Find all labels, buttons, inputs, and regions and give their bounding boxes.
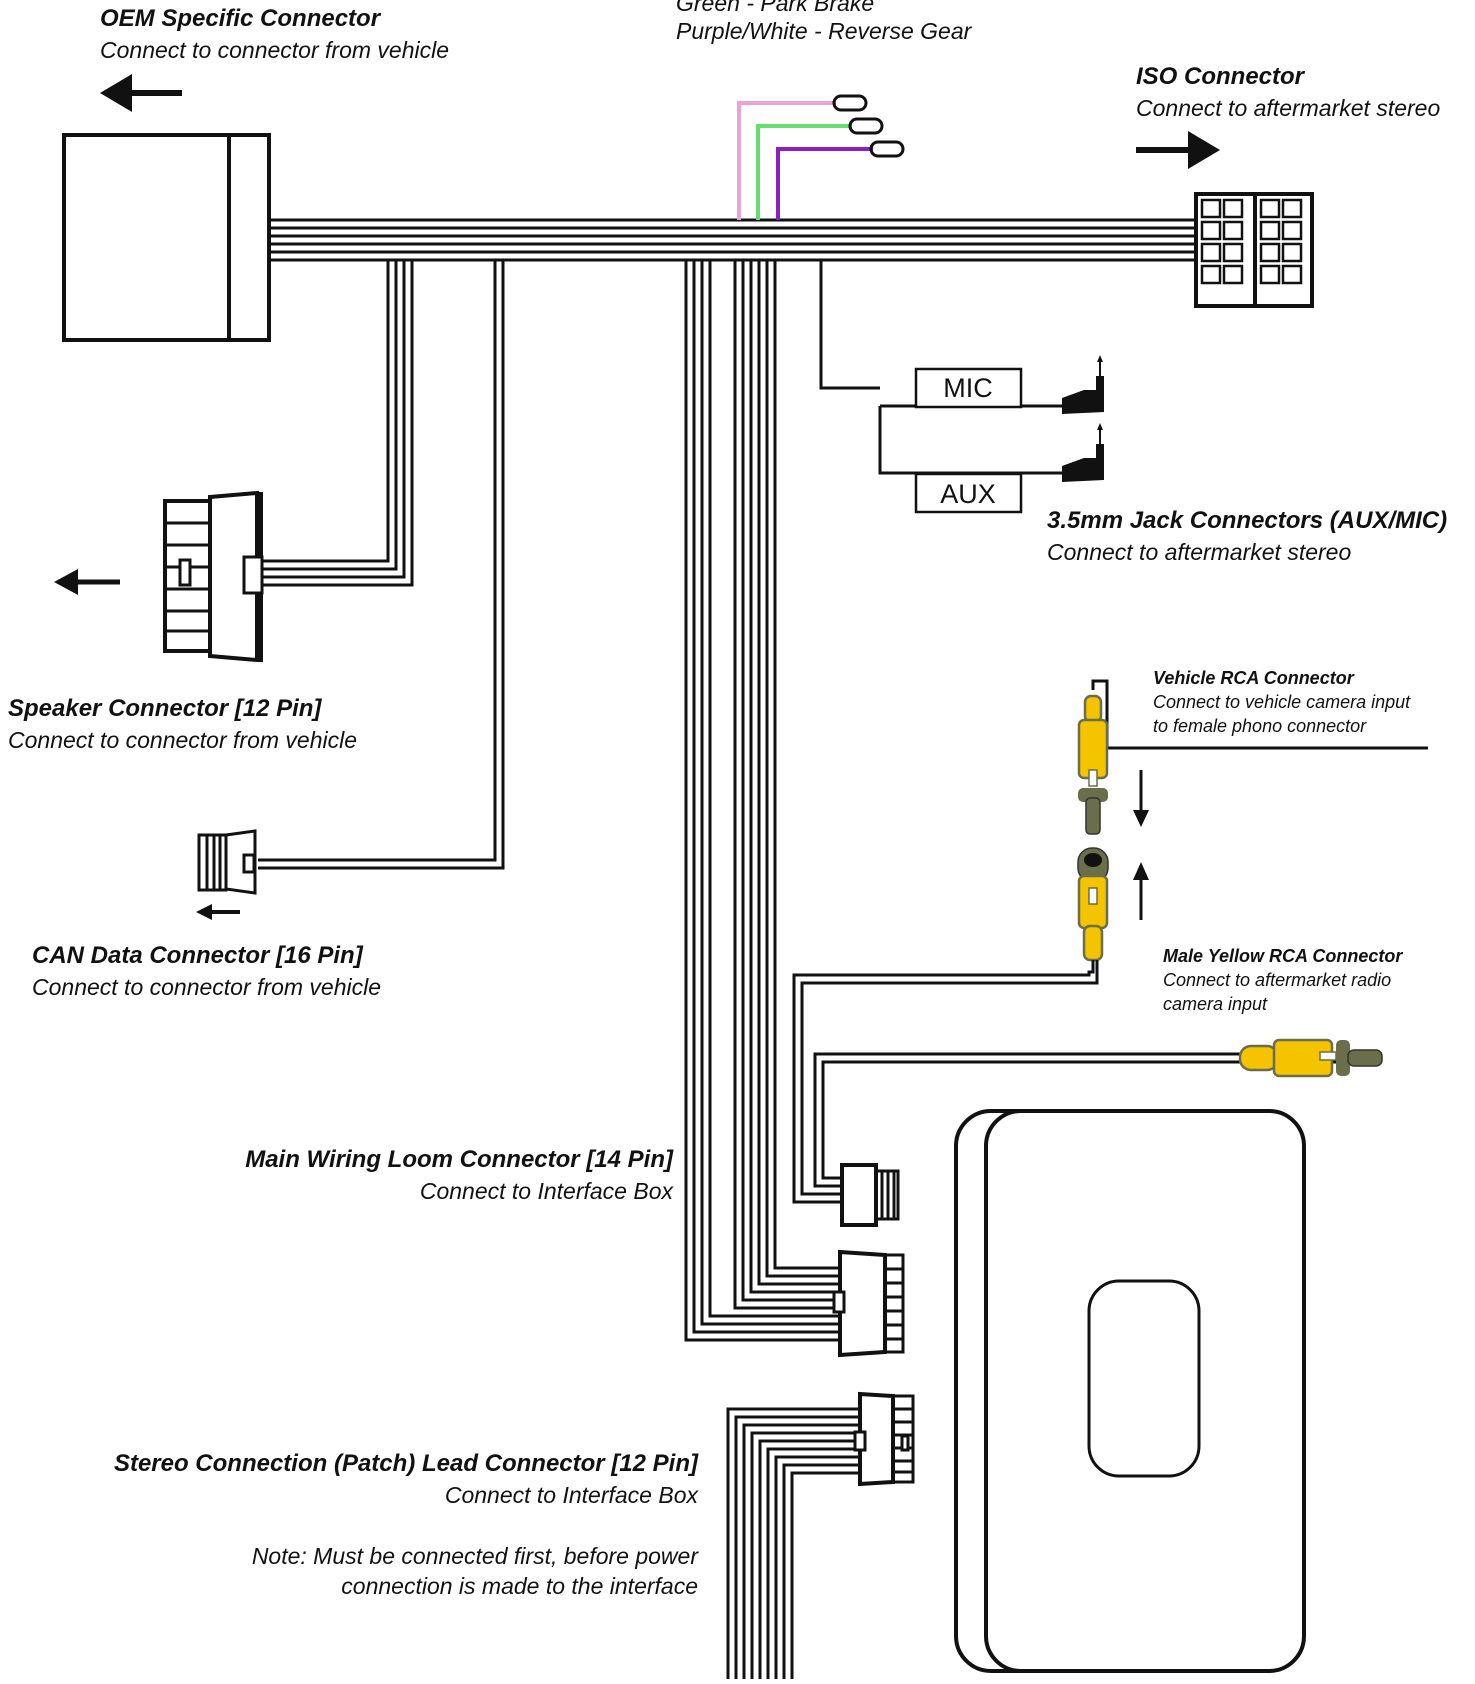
main-loom-subtitle: Connect to Interface Box	[419, 1178, 673, 1204]
note-reverse-gear: Purple/White - Reverse Gear	[676, 18, 972, 44]
vehicle-rca-subtitle-2: to female phono connector	[1153, 716, 1367, 736]
can-arrow-icon	[196, 904, 240, 920]
vehicle-rca-subtitle-1: Connect to vehicle camera input	[1153, 692, 1411, 712]
main-harness	[268, 218, 1196, 262]
vehicle-rca-wire	[1091, 679, 1428, 750]
stereo-lead-wires	[726, 1407, 860, 1679]
aux-jack-icon	[1062, 423, 1104, 482]
jack-connectors-subtitle: Connect to aftermarket stereo	[1047, 539, 1352, 565]
speaker-connector-title: Speaker Connector [12 Pin]	[8, 695, 322, 722]
rca-down-arrow-icon	[1133, 770, 1149, 827]
stereo-lead-title: Stereo Connection (Patch) Lead Connector…	[113, 1450, 698, 1477]
speaker-connector-subtitle: Connect to connector from vehicle	[8, 727, 358, 753]
can-connector-subtitle: Connect to connector from vehicle	[32, 974, 382, 1000]
note-park-brake: Green - Park Brake	[676, 0, 875, 16]
jack-wires	[819, 260, 1062, 475]
stereo-lead-subtitle: Connect to Interface Box	[444, 1482, 698, 1508]
oem-arrow-icon	[100, 74, 182, 112]
bullet-connectors	[832, 94, 905, 158]
stereo-lead-connector	[853, 1391, 915, 1487]
rca-up-arrow-icon	[1133, 862, 1149, 920]
stereo-lead-note-1: Note: Must be connected first, before po…	[251, 1543, 698, 1569]
vehicle-rca-title: Vehicle RCA Connector	[1153, 668, 1354, 688]
can-connector-title: CAN Data Connector [16 Pin]	[32, 942, 363, 969]
main-loom-title: Main Wiring Loom Connector [14 Pin]	[245, 1146, 673, 1173]
iso-connector-title: ISO Connector	[1136, 63, 1305, 90]
vehicle-rca-connector-icon	[1077, 694, 1109, 835]
male-rca-connector-icon	[1238, 1038, 1383, 1078]
aux-label: AUX	[940, 479, 996, 509]
female-rca-connector-icon	[1077, 847, 1109, 962]
interface-box	[954, 1109, 1306, 1673]
male-rca-subtitle-2: camera input	[1163, 994, 1268, 1014]
speaker-wires	[262, 260, 414, 587]
aux-label-box	[914, 472, 1023, 514]
speaker-connector	[163, 490, 264, 663]
oem-connector-title: OEM Specific Connector	[100, 5, 381, 32]
small-box-connector	[840, 1163, 900, 1227]
oem-connector	[62, 133, 271, 342]
male-rca-title: Male Yellow RCA Connector	[1163, 946, 1403, 966]
stereo-lead-note-2: connection is made to the interface	[341, 1573, 698, 1599]
male-rca-subtitle-1: Connect to aftermarket radio	[1163, 970, 1392, 990]
mic-label: MIC	[943, 373, 993, 403]
oem-connector-subtitle: Connect to connector from vehicle	[100, 37, 450, 63]
mic-jack-icon	[1062, 355, 1104, 414]
can-wires	[258, 260, 505, 870]
main-loom-connector	[832, 1249, 905, 1358]
rca-feed-wires	[792, 960, 1337, 1204]
mic-label-box	[914, 367, 1023, 409]
iso-connector	[1194, 192, 1314, 308]
can-connector	[197, 829, 257, 895]
speaker-arrow-icon	[54, 569, 120, 595]
iso-arrow-icon	[1136, 131, 1220, 169]
signal-wires	[737, 101, 873, 220]
jack-connectors-title: 3.5mm Jack Connectors (AUX/MIC)	[1047, 507, 1448, 534]
iso-connector-subtitle: Connect to aftermarket stereo	[1136, 95, 1441, 121]
main-loom-wires	[684, 260, 840, 1342]
